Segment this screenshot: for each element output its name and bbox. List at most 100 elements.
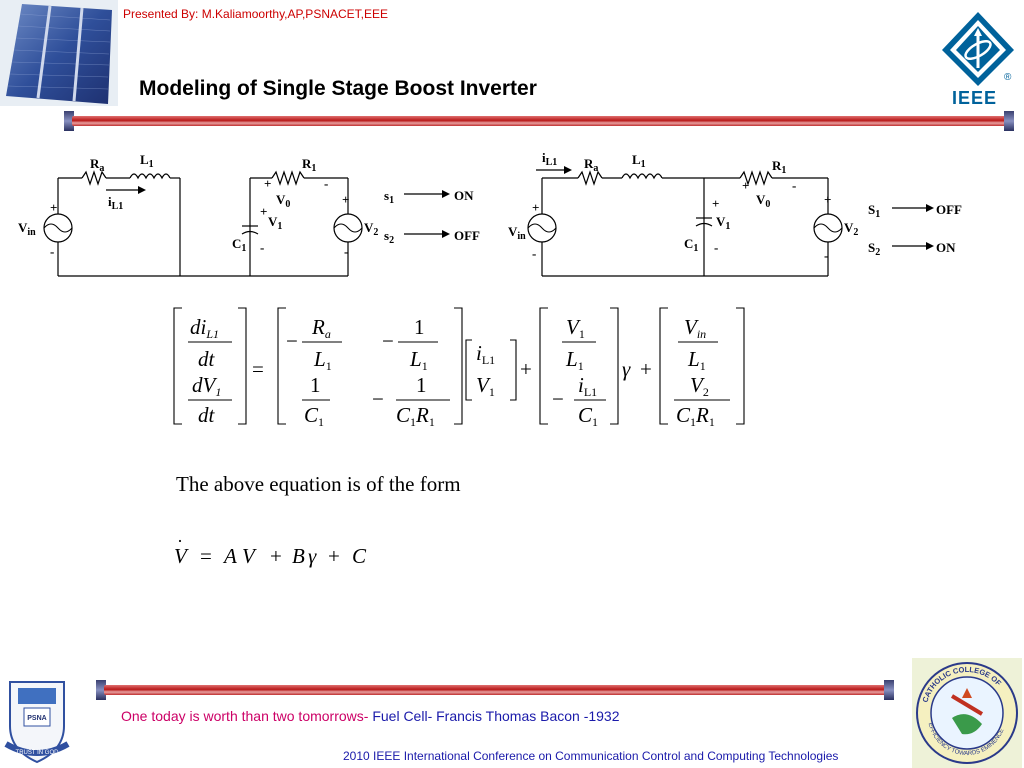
psna-college-logo: PSNA TRUST IN GOD bbox=[4, 681, 70, 764]
matrix-b: B bbox=[292, 544, 305, 568]
quote-attribution: Fuel Cell- Francis Thomas Bacon -1932 bbox=[368, 708, 620, 724]
label-s1: s1 bbox=[384, 188, 394, 206]
state-space-matrix-equation: diL1 dt dV1 dt = − Ra L1 − 1 L1 1 C1 − 1… bbox=[173, 307, 745, 429]
plus-sign: + bbox=[520, 357, 532, 381]
gamma-symbol: γ bbox=[308, 544, 317, 568]
b2-numerator: iL1 bbox=[578, 373, 597, 399]
top-rule-right-cap bbox=[1004, 111, 1014, 131]
state-x2: V1 bbox=[476, 373, 495, 399]
equals-sign: = bbox=[252, 357, 264, 381]
top-rule-left-cap bbox=[64, 111, 74, 131]
minus-sign: - bbox=[260, 240, 264, 255]
state-x1: iL1 bbox=[476, 341, 495, 367]
slide-title: Modeling of Single Stage Boost Inverter bbox=[139, 77, 537, 100]
compact-state-equation: · V = A V + B γ + C bbox=[174, 535, 367, 568]
plus-sign: + bbox=[260, 204, 267, 219]
matrix-a: A bbox=[222, 544, 237, 568]
minus-sign: − bbox=[286, 329, 298, 353]
c2-numerator: V2 bbox=[690, 373, 709, 399]
presenter-credit: Presented By: M.Kaliamoorthy,AP,PSNACET,… bbox=[123, 7, 389, 21]
psna-label: PSNA bbox=[27, 715, 46, 722]
label-s1-state: ON bbox=[454, 188, 474, 203]
b2-denominator: C1 bbox=[578, 403, 598, 429]
vector-c: C bbox=[352, 544, 367, 568]
vector-v: V bbox=[242, 544, 257, 568]
label-il1: iL1 bbox=[108, 194, 123, 212]
gamma-symbol: γ bbox=[622, 357, 631, 381]
a21-numerator: 1 bbox=[310, 373, 321, 397]
label-s1-state: OFF bbox=[936, 202, 962, 217]
plus-sign: + bbox=[640, 357, 652, 381]
circuit-diagram-s1-on: Ra L1 iL1 R1 V0 V1 C1 Vin V2 s1 ON s2 OF… bbox=[18, 152, 480, 277]
ieee-wordmark: IEEE bbox=[952, 88, 998, 108]
label-v2: V2 bbox=[844, 220, 858, 238]
a12-numerator: 1 bbox=[414, 315, 425, 339]
b1-denominator: L1 bbox=[565, 347, 584, 373]
a11-numerator: Ra bbox=[311, 315, 331, 341]
lhs-bottom-denominator: dt bbox=[198, 403, 216, 427]
label-s2: s2 bbox=[384, 228, 394, 246]
dot-accent: · bbox=[177, 535, 183, 551]
minus-sign: - bbox=[532, 246, 536, 261]
plus-sign: + bbox=[270, 544, 282, 568]
conference-name: 2010 IEEE International Conference on Co… bbox=[343, 749, 839, 763]
minus-sign: − bbox=[552, 387, 564, 411]
label-s2-state: ON bbox=[936, 240, 956, 255]
catholic-college-logo: CATHOLIC COLLEGE OF EFFICIENCY TOWARDS E… bbox=[912, 658, 1022, 768]
lhs-bottom-numerator: dV1 bbox=[192, 373, 221, 399]
minus-sign: - bbox=[344, 244, 348, 259]
label-v1: V1 bbox=[268, 214, 282, 232]
label-v1: V1 bbox=[716, 214, 730, 232]
label-c1: C1 bbox=[232, 236, 246, 254]
form-statement: The above equation is of the form bbox=[176, 472, 461, 496]
plus-sign: + bbox=[328, 544, 340, 568]
plus-sign: + bbox=[264, 176, 271, 191]
label-c1: C1 bbox=[684, 236, 698, 254]
a22-denominator: C1R1 bbox=[396, 403, 435, 429]
c2-denominator: C1R1 bbox=[676, 403, 715, 429]
a11-denominator: L1 bbox=[313, 347, 332, 373]
label-l1: L1 bbox=[140, 152, 154, 170]
minus-sign: − bbox=[382, 329, 394, 353]
solar-cell-image bbox=[0, 0, 118, 106]
a21-denominator: C1 bbox=[304, 403, 324, 429]
footer-quote: One today is worth than two tomorrows- F… bbox=[121, 708, 620, 724]
a22-numerator: 1 bbox=[416, 373, 427, 397]
psna-motto: TRUST IN GOD bbox=[16, 750, 60, 756]
lhs-top-numerator: diL1 bbox=[190, 315, 219, 341]
registered-mark: ® bbox=[1004, 72, 1012, 83]
plus-sign: + bbox=[824, 192, 831, 207]
label-il1: iL1 bbox=[542, 150, 557, 168]
label-r1: R1 bbox=[302, 156, 316, 174]
label-s2: S2 bbox=[868, 240, 880, 258]
label-l1: L1 bbox=[632, 152, 646, 170]
label-ra: Ra bbox=[90, 156, 104, 174]
ieee-logo: ® IEEE bbox=[938, 10, 1018, 110]
bottom-rule-right-cap bbox=[884, 680, 894, 700]
label-s2-state: OFF bbox=[454, 228, 480, 243]
label-s1: S1 bbox=[868, 202, 880, 220]
label-v0: V0 bbox=[276, 192, 290, 210]
label-v0: V0 bbox=[756, 192, 770, 210]
plus-sign: + bbox=[532, 200, 539, 215]
plus-sign: + bbox=[712, 196, 719, 211]
plus-sign: + bbox=[342, 192, 349, 207]
label-v2: V2 bbox=[364, 220, 378, 238]
bottom-rule-left-cap bbox=[96, 680, 106, 700]
minus-sign: - bbox=[714, 240, 718, 255]
ieee-diamond-icon bbox=[942, 12, 1014, 86]
label-vin: Vin bbox=[18, 220, 36, 238]
minus-sign: - bbox=[324, 176, 328, 191]
a12-denominator: L1 bbox=[409, 347, 428, 373]
lhs-top-denominator: dt bbox=[198, 347, 216, 371]
label-vin: Vin bbox=[508, 224, 526, 242]
bottom-rule bbox=[104, 685, 886, 695]
minus-sign: − bbox=[372, 387, 384, 411]
quote-text: One today is worth than two tomorrows- bbox=[121, 708, 369, 724]
v-dot: V bbox=[174, 544, 189, 568]
top-rule bbox=[72, 116, 1006, 126]
equals-sign: = bbox=[200, 544, 212, 568]
minus-sign: - bbox=[792, 178, 796, 193]
c1-denominator: L1 bbox=[687, 347, 706, 373]
c1-numerator: Vin bbox=[684, 315, 706, 341]
